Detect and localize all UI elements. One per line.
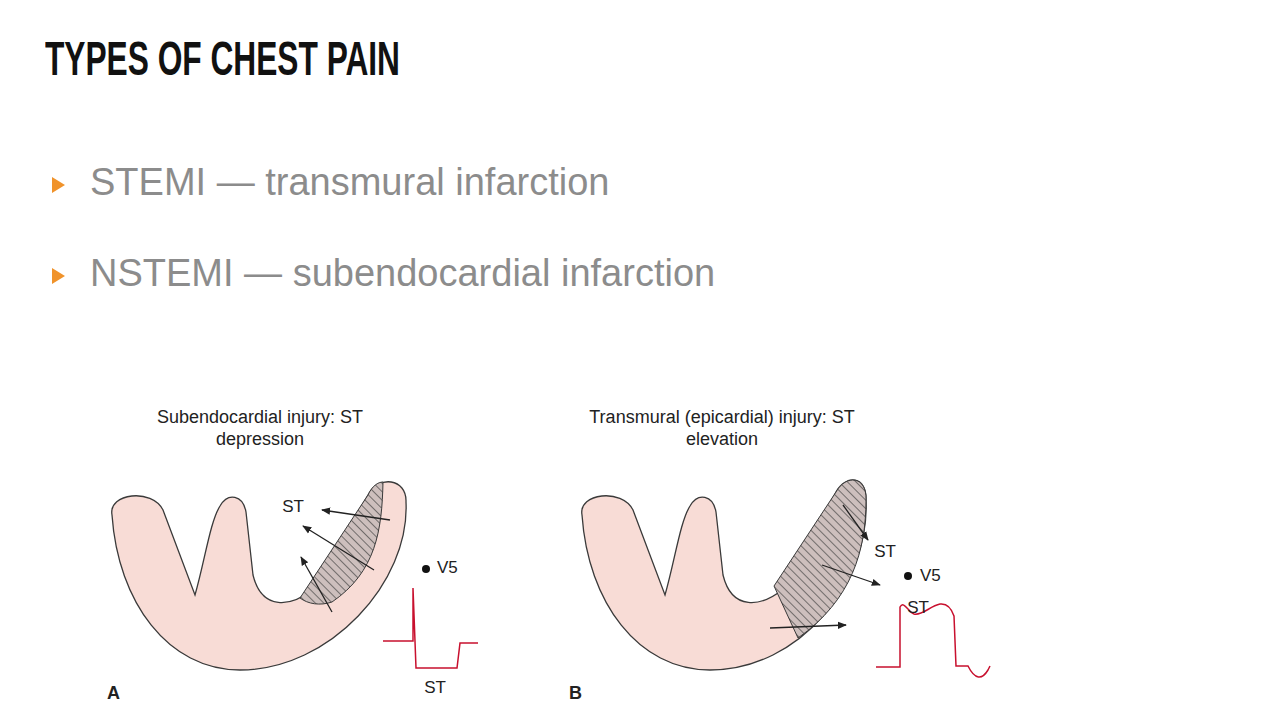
- current-arrow: [822, 565, 880, 585]
- bullet-text: STEMI — transmural infarction: [90, 160, 609, 206]
- slide-title: TYPES OF CHEST PAIN: [45, 30, 400, 88]
- electrode-dot: [904, 572, 912, 580]
- lead-label: V5: [437, 558, 458, 578]
- lead-label: V5: [920, 566, 941, 586]
- panel-caption: Transmural (epicardial) injury: ST eleva…: [582, 407, 862, 450]
- bullet-marker: [52, 177, 65, 193]
- panel-letter: B: [569, 683, 582, 705]
- bullet-marker: [52, 268, 65, 284]
- injury-zone: [300, 482, 383, 604]
- injury-zone: [774, 480, 866, 638]
- current-arrow: [843, 505, 868, 540]
- ecg-trace: [383, 588, 478, 668]
- current-arrow: [303, 526, 374, 570]
- current-arrow: [322, 510, 390, 520]
- current-arrow: [770, 625, 846, 628]
- ecg-trace: [876, 604, 990, 677]
- panel-letter: A: [107, 683, 120, 705]
- ventricle-section: [112, 482, 406, 670]
- vector-label: ST: [874, 542, 896, 562]
- vector-label: ST: [282, 497, 304, 517]
- electrode-dot: [422, 565, 430, 573]
- segment-label: ST: [424, 678, 446, 698]
- bullet-text: NSTEMI — subendocardial infarction: [90, 251, 715, 297]
- panel-caption: Subendocardial injury: ST depression: [153, 407, 368, 450]
- ventricle-section: [582, 480, 866, 670]
- current-arrow: [301, 557, 332, 612]
- segment-label: ST: [907, 598, 929, 618]
